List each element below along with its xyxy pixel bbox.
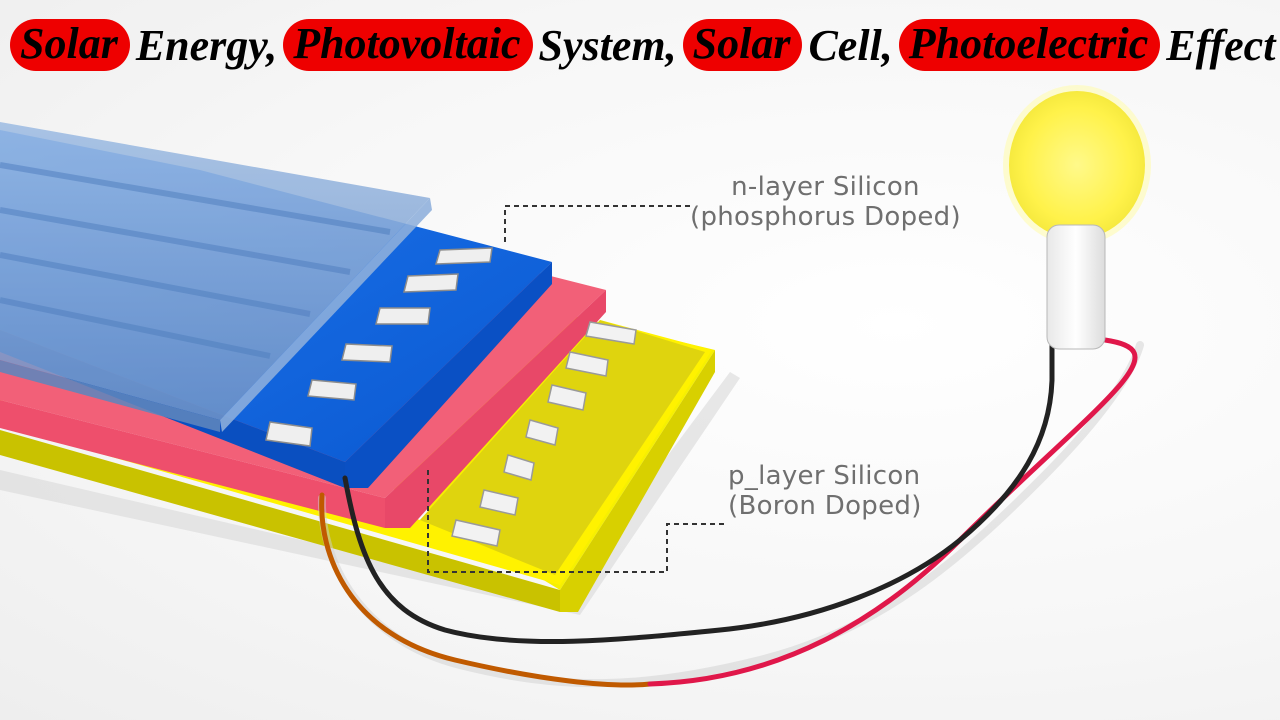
p-finger-7 <box>451 519 501 547</box>
glass-top <box>0 122 430 420</box>
wire-copper <box>319 492 653 688</box>
p-layer-contact-fingers <box>451 321 637 547</box>
n-layer-label-line2: (phosphorus Doped) <box>690 202 961 232</box>
n-finger-3 <box>375 307 431 325</box>
bulb-base <box>1046 224 1106 350</box>
p-finger-4 <box>525 419 559 446</box>
p-contact-shadow-area <box>420 320 705 575</box>
p-finger-5 <box>503 454 535 481</box>
junction-front <box>0 400 385 528</box>
n-finger-5 <box>307 379 357 401</box>
p-layer-label-line2: (Boron Doped) <box>728 491 922 521</box>
p-layer-side <box>560 350 715 612</box>
p-layer-top-face <box>0 320 712 585</box>
n-finger-4 <box>341 343 393 363</box>
n-layer-label-line1: n-layer Silicon <box>731 172 920 202</box>
n-finger-1 <box>434 247 493 265</box>
p-layer-label: p_layer Silicon (Boron Doped) <box>728 461 922 521</box>
title-word-cell: Cell, <box>808 20 893 70</box>
title-word-energy: Energy, <box>135 20 278 70</box>
glass-front <box>0 360 220 432</box>
n-finger-6 <box>265 421 313 447</box>
title-word-solar: Solar <box>10 19 130 71</box>
glass-side <box>220 198 432 432</box>
p-layer-front <box>0 430 560 612</box>
glass-cover <box>0 122 432 432</box>
title-word-effect: Effect <box>1166 20 1276 70</box>
n-layer-side <box>345 262 552 488</box>
wires <box>317 337 1144 688</box>
wire-negative <box>342 339 1055 645</box>
title-word-photovoltaic: Photovoltaic <box>283 19 533 71</box>
p-finger-6 <box>479 489 519 516</box>
p-finger-3 <box>547 384 587 411</box>
title-word-photoelectric: Photoelectric <box>898 19 1161 71</box>
p-layer-label-line1: p_layer Silicon <box>728 461 921 491</box>
p-finger-1 <box>585 321 637 345</box>
junction-side <box>385 290 606 528</box>
n-finger-2 <box>403 273 459 293</box>
n-layer-contact-fingers <box>265 247 493 447</box>
p-layer-leader <box>427 470 725 573</box>
leader-lines <box>427 205 725 573</box>
title-word-system: System, <box>538 20 677 70</box>
title-word-solar-2: Solar <box>682 19 803 71</box>
glass-busbar-stripes <box>0 162 391 359</box>
p-finger-2 <box>565 351 609 377</box>
n-layer-leader <box>504 205 690 242</box>
light-bulb <box>1003 85 1151 350</box>
bulb-glass <box>1009 91 1145 239</box>
n-layer-label: n-layer Silicon (phosphorus Doped) <box>690 172 961 232</box>
title-bar: Solar Energy, Photovoltaic System, Solar… <box>10 18 1275 72</box>
